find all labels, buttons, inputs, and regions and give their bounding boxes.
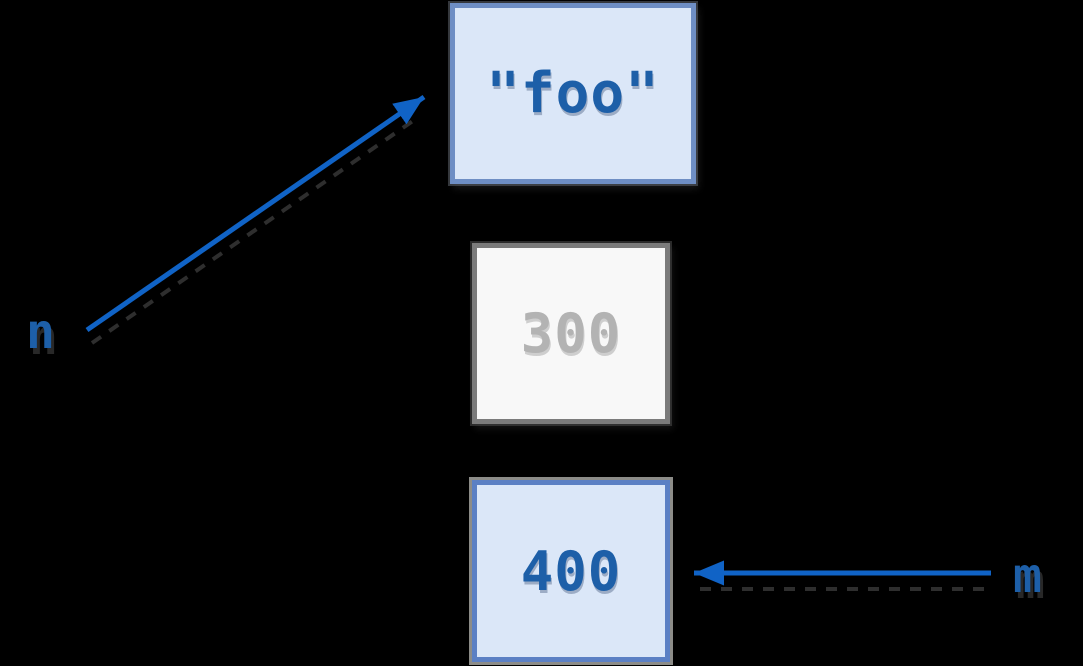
object-box-foo: "foo" — [450, 3, 696, 184]
object-value-400: 400 — [520, 539, 622, 603]
object-box-300-orphaned: 300 — [472, 243, 670, 424]
object-box-400: 400 — [472, 480, 670, 662]
variable-label-n: n — [26, 304, 55, 360]
object-value-foo: "foo" — [486, 61, 660, 126]
arrow-n-to-foo-shadow — [90, 114, 422, 345]
arrow-n-to-foo — [85, 94, 426, 333]
variable-label-m: m — [1013, 548, 1042, 604]
object-value-300: 300 — [520, 302, 622, 365]
